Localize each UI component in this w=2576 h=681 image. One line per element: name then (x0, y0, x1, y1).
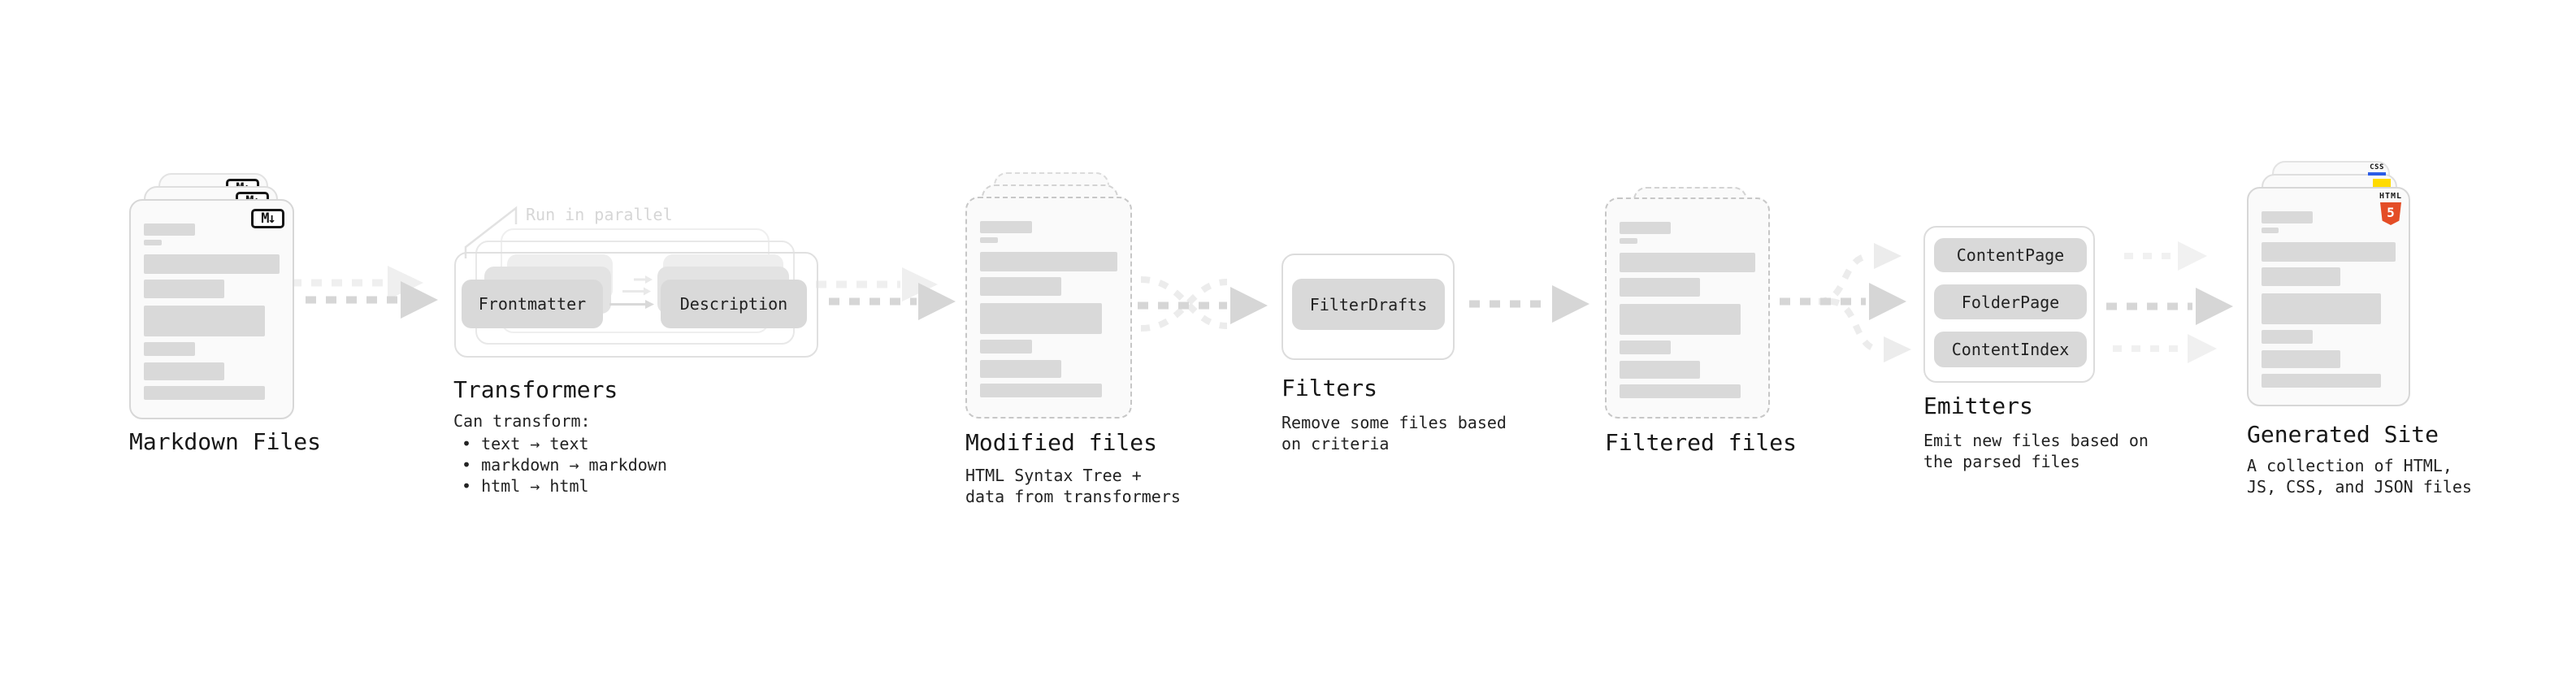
transform-bullet: • html → html (462, 476, 589, 496)
content-bar (2262, 211, 2313, 223)
content-bar (980, 221, 1033, 233)
content-bar (980, 277, 1061, 296)
content-bar (144, 362, 224, 380)
content-bar (980, 384, 1103, 397)
content-bar (1620, 253, 1755, 272)
document-content-skeleton (1620, 222, 1755, 398)
emitters-subtitle: Emit new files based on the parsed files (1923, 430, 2149, 472)
arrow-filtered-to-emitters (1780, 243, 1911, 362)
content-bar (1620, 278, 1700, 297)
filtered-files-title: Filtered files (1605, 429, 1798, 456)
content-bar (144, 223, 196, 236)
html5-icon: HTML 5 (2379, 192, 2403, 225)
arrow-modified-to-filters (1138, 276, 1268, 332)
emitter-folderpage: FolderPage (1934, 284, 2087, 319)
content-bar (2262, 242, 2396, 262)
html5-icon-shield: 5 (2380, 202, 2401, 225)
css-file-icon: CSS (2365, 163, 2389, 176)
content-bar (1620, 304, 1741, 335)
content-bar (2262, 293, 2381, 324)
subtitle-line: HTML Syntax Tree + (965, 466, 1142, 485)
html5-icon-label: HTML (2379, 192, 2403, 201)
filtered-file-card-front (1605, 197, 1770, 419)
content-bar (2262, 330, 2313, 344)
content-bar (1620, 340, 1672, 354)
arrow-markdown-to-transformers (291, 266, 438, 319)
content-bar (980, 303, 1103, 334)
document-content-skeleton (980, 221, 1117, 397)
subtitle-line: JS, CSS, and JSON files (2247, 477, 2472, 497)
emitter-contentindex: ContentIndex (1934, 332, 2087, 367)
arrow-emitters-to-generated (2106, 241, 2233, 363)
content-bar (980, 360, 1061, 378)
modified-file-card-front (965, 197, 1132, 419)
run-in-parallel-note: Run in parallel (526, 205, 673, 224)
generated-file-card-front (2247, 187, 2410, 406)
content-bar (1620, 361, 1700, 379)
content-bar (144, 240, 162, 245)
generated-site-subtitle: A collection of HTML, JS, CSS, and JSON … (2247, 455, 2472, 497)
subtitle-line: on criteria (1281, 434, 1390, 453)
content-bar (1620, 222, 1672, 234)
subtitle-line: Emit new files based on (1923, 431, 2149, 450)
content-bar (144, 306, 265, 336)
css-icon-label: CSS (2370, 163, 2384, 171)
content-bar (144, 386, 265, 400)
subtitle-line: A collection of HTML, (2247, 456, 2452, 475)
content-bar (2262, 228, 2279, 233)
transform-bullet: • text → text (462, 434, 589, 453)
content-bar (980, 340, 1033, 354)
content-bar (144, 254, 280, 274)
content-bar (1620, 384, 1741, 398)
transformer-description: Description (661, 280, 807, 328)
document-content-skeleton (2262, 211, 2396, 388)
content-bar (1620, 238, 1637, 244)
markdown-icon: M↓ (251, 209, 284, 228)
content-bar (980, 237, 998, 243)
arrow-transformers-to-modified (816, 267, 956, 320)
emitters-title: Emitters (1923, 393, 2033, 419)
filters-title: Filters (1281, 375, 1378, 401)
transformers-box (454, 252, 818, 358)
transform-bullet: • markdown → markdown (462, 455, 667, 475)
modified-files-subtitle: HTML Syntax Tree + data from transformer… (965, 465, 1181, 507)
content-bar (144, 342, 196, 356)
transformers-title: Transformers (453, 376, 618, 403)
transformers-bullet-list: • text → text • markdown → markdown • ht… (462, 433, 667, 497)
subtitle-line: Remove some files based (1281, 413, 1507, 432)
document-content-skeleton (144, 223, 280, 400)
markdown-file-card-front: M↓ (129, 199, 294, 419)
content-bar (980, 252, 1117, 271)
subtitle-line: the parsed files (1923, 452, 2080, 471)
arrow-filters-to-filtered (1469, 285, 1589, 323)
filter-filterdrafts: FilterDrafts (1292, 279, 1445, 330)
generated-site-title: Generated Site (2247, 421, 2439, 448)
transformer-step-arrows (609, 275, 654, 309)
markdown-files-title: Markdown Files (129, 428, 322, 455)
emitter-contentpage: ContentPage (1934, 238, 2087, 272)
css-icon-bar (2368, 172, 2386, 176)
content-bar (2262, 374, 2381, 388)
content-bar (144, 280, 224, 298)
filters-subtitle: Remove some files based on criteria (1281, 412, 1507, 454)
transformer-frontmatter: Frontmatter (462, 280, 603, 328)
subtitle-line: data from transformers (965, 487, 1181, 506)
content-bar (2262, 267, 2341, 286)
modified-files-title: Modified files (965, 429, 1158, 456)
content-bar (2262, 350, 2341, 368)
transformers-desc-heading: Can transform: (453, 411, 591, 431)
